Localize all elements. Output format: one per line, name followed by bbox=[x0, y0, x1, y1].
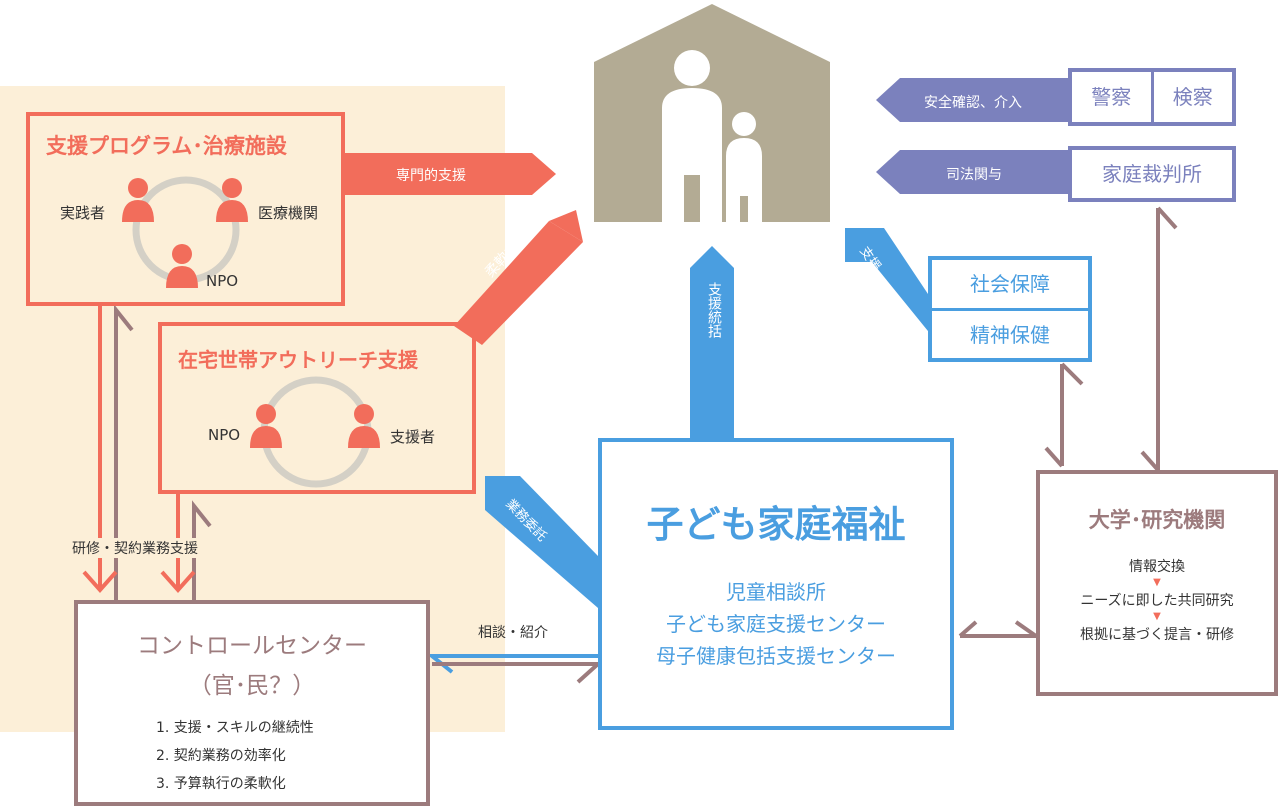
social-security-label: 社会保障 bbox=[970, 272, 1050, 296]
mental-health-cell: 精神保健 bbox=[932, 311, 1088, 359]
flexible-support-arrow bbox=[454, 221, 583, 345]
university-item: 根拠に基づく提言・研修 bbox=[1080, 627, 1234, 643]
outreach-box: 在宅世帯アウトリーチ支援 NPO 支援者 bbox=[158, 322, 476, 494]
welfare-line: 児童相談所 bbox=[726, 580, 826, 604]
program-ring-group bbox=[122, 176, 248, 288]
welfare-to-control-line bbox=[426, 654, 598, 674]
consult-label: 相談・紹介 bbox=[478, 625, 548, 641]
judicial-label: 司法関与 bbox=[946, 167, 1002, 183]
integration-arrow bbox=[690, 246, 734, 438]
welfare-title: 子ども家庭福祉 bbox=[646, 503, 906, 546]
control-item: 3. 予算執行の柔軟化 bbox=[156, 776, 286, 792]
university-box: 大学･研究機関 情報交換 ▼ ニーズに即した共同研究 ▼ 根拠に基づく提言・研修 bbox=[1036, 470, 1278, 696]
outreach-supporter-label: 支援者 bbox=[390, 428, 436, 446]
university-item: ニーズに即した共同研究 bbox=[1080, 593, 1234, 609]
police-label: 警察 bbox=[1091, 85, 1132, 109]
prosecution-cell: 検察 bbox=[1154, 72, 1233, 122]
outreach-ring-group bbox=[250, 376, 380, 488]
safety-label: 安全確認、介入 bbox=[924, 95, 1022, 111]
university-marker: ▼ bbox=[1153, 577, 1161, 588]
welfare-line: 母子健康包括支援センター bbox=[656, 644, 896, 668]
welfare-line: 子ども家庭支援センター bbox=[666, 612, 886, 636]
university-marker: ▼ bbox=[1153, 611, 1161, 622]
outreach-title: 在宅世帯アウトリーチ支援 bbox=[178, 348, 418, 372]
child-family-welfare-box: 子ども家庭福祉 児童相談所 子ども家庭支援センター 母子健康包括支援センター bbox=[598, 438, 954, 730]
prosecution-label: 検察 bbox=[1172, 85, 1213, 109]
court-university-line bbox=[1156, 206, 1178, 470]
control-list: 1. 支援・スキルの継続性 2. 契約業務の効率化 3. 予算執行の柔軟化 bbox=[156, 714, 314, 798]
family-court-box: 家庭裁判所 bbox=[1068, 146, 1236, 202]
social-security-cell: 社会保障 bbox=[932, 260, 1088, 311]
program-box: 支援プログラム･治療施設 実践者 医療機関 NPO bbox=[26, 112, 345, 306]
program-npo-label: NPO bbox=[206, 272, 239, 290]
control-title: コントロールセンター bbox=[137, 633, 367, 659]
medical-label: 医療機関 bbox=[258, 204, 319, 222]
police-cell: 警察 bbox=[1072, 72, 1154, 122]
social-university-line bbox=[1060, 362, 1084, 466]
social-box: 社会保障 精神保健 bbox=[928, 256, 1092, 362]
university-title: 大学･研究機関 bbox=[1088, 508, 1226, 532]
control-item: 1. 支援・スキルの継続性 bbox=[156, 720, 314, 736]
control-item: 2. 契約業務の効率化 bbox=[156, 748, 286, 764]
medical-person-icon bbox=[222, 178, 242, 198]
control-subtitle: （官･民？） bbox=[188, 673, 316, 699]
family-house-icon bbox=[594, 4, 830, 222]
judicial-arrow bbox=[876, 150, 1070, 194]
specialized-support-label: 専門的支援 bbox=[396, 168, 466, 184]
specialized-support-arrow bbox=[345, 153, 556, 195]
program-title: 支援プログラム･治療施設 bbox=[46, 134, 287, 158]
mental-health-label: 精神保健 bbox=[970, 323, 1050, 347]
outreach-npo-person-icon bbox=[256, 404, 276, 424]
safety-arrow bbox=[876, 78, 1070, 122]
support-arrow bbox=[845, 228, 932, 336]
outsourcing-arrow bbox=[485, 476, 598, 608]
practitioner-person-icon bbox=[128, 178, 148, 198]
outreach-npo-label: NPO bbox=[208, 426, 241, 444]
training-label: 研修・契約業務支援 bbox=[70, 538, 200, 558]
outreach-supporter-person-icon bbox=[354, 404, 374, 424]
control-to-program-line bbox=[114, 304, 134, 600]
family-court-label: 家庭裁判所 bbox=[1102, 162, 1202, 186]
control-to-outreach-line bbox=[192, 500, 212, 600]
practitioner-label: 実践者 bbox=[60, 204, 106, 222]
npo-person-icon bbox=[172, 244, 192, 264]
police-box: 警察 検察 bbox=[1068, 68, 1236, 126]
university-item: 情報交換 bbox=[1129, 559, 1185, 575]
integration-label: 支援統括 bbox=[706, 282, 722, 338]
control-center-box: コントロールセンター （官･民？） 1. 支援・スキルの継続性 2. 契約業務の… bbox=[74, 600, 430, 806]
